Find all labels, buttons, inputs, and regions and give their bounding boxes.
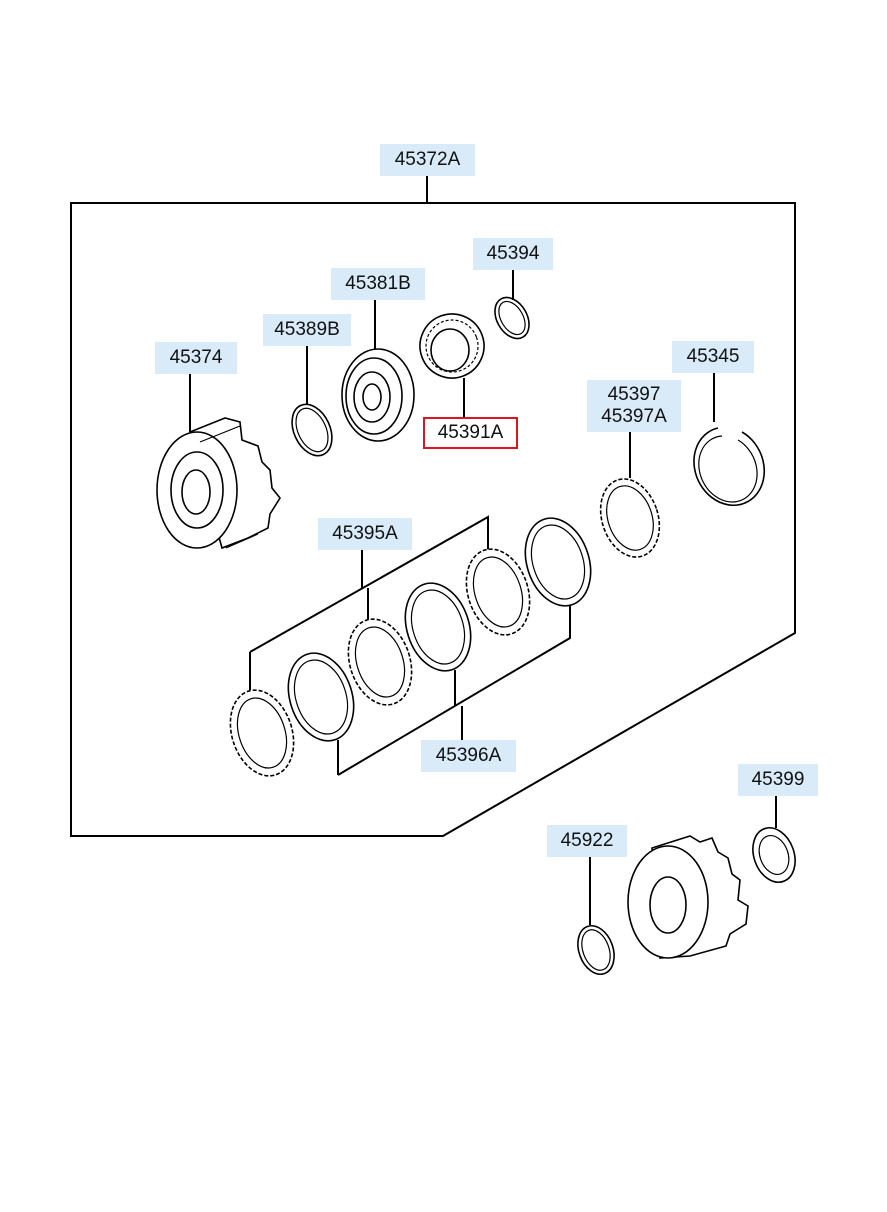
callout-45397-id: 45397 xyxy=(607,384,661,405)
part-45396A-plate-2 xyxy=(404,582,472,672)
callout-45374[interactable]: 45374 xyxy=(155,342,237,374)
part-45389B-ring xyxy=(291,403,333,457)
part-45381B-piston xyxy=(341,348,415,442)
assembly-outline xyxy=(70,202,796,837)
callout-45389B[interactable]: 45389B xyxy=(263,314,351,346)
part-45397-plate xyxy=(599,478,661,558)
callout-45372A[interactable]: 45372A xyxy=(380,144,475,176)
part-45399-washer xyxy=(752,827,796,883)
part-45396A-plate-1 xyxy=(287,652,355,742)
callout-45922[interactable]: 45922 xyxy=(547,825,627,857)
callout-45397A-id: 45397A xyxy=(601,406,667,427)
part-45345-ring xyxy=(693,427,766,506)
part-hub xyxy=(627,835,749,959)
callout-45396A[interactable]: 45396A xyxy=(421,740,516,772)
callout-45381B[interactable]: 45381B xyxy=(331,268,425,300)
part-45396A-plate-3 xyxy=(524,517,592,607)
callout-45399[interactable]: 45399 xyxy=(738,764,818,796)
callout-45391A[interactable]: 45391A xyxy=(423,417,518,449)
part-45394-ring xyxy=(494,296,530,340)
part-45395A-plate-3 xyxy=(465,548,531,636)
callout-45395A[interactable]: 45395A xyxy=(318,518,412,550)
part-45391A-retainer xyxy=(419,313,485,379)
part-45395A-plate-2 xyxy=(347,618,413,706)
part-45922-ring xyxy=(577,924,615,976)
callout-45394[interactable]: 45394 xyxy=(473,238,553,270)
part-45395A-plate-1 xyxy=(229,689,295,777)
part-45374-drum xyxy=(156,417,281,550)
clutch-pack-brackets xyxy=(249,515,571,776)
callout-45345[interactable]: 45345 xyxy=(672,341,754,373)
callout-45397[interactable]: 45397 45397A xyxy=(587,380,681,432)
